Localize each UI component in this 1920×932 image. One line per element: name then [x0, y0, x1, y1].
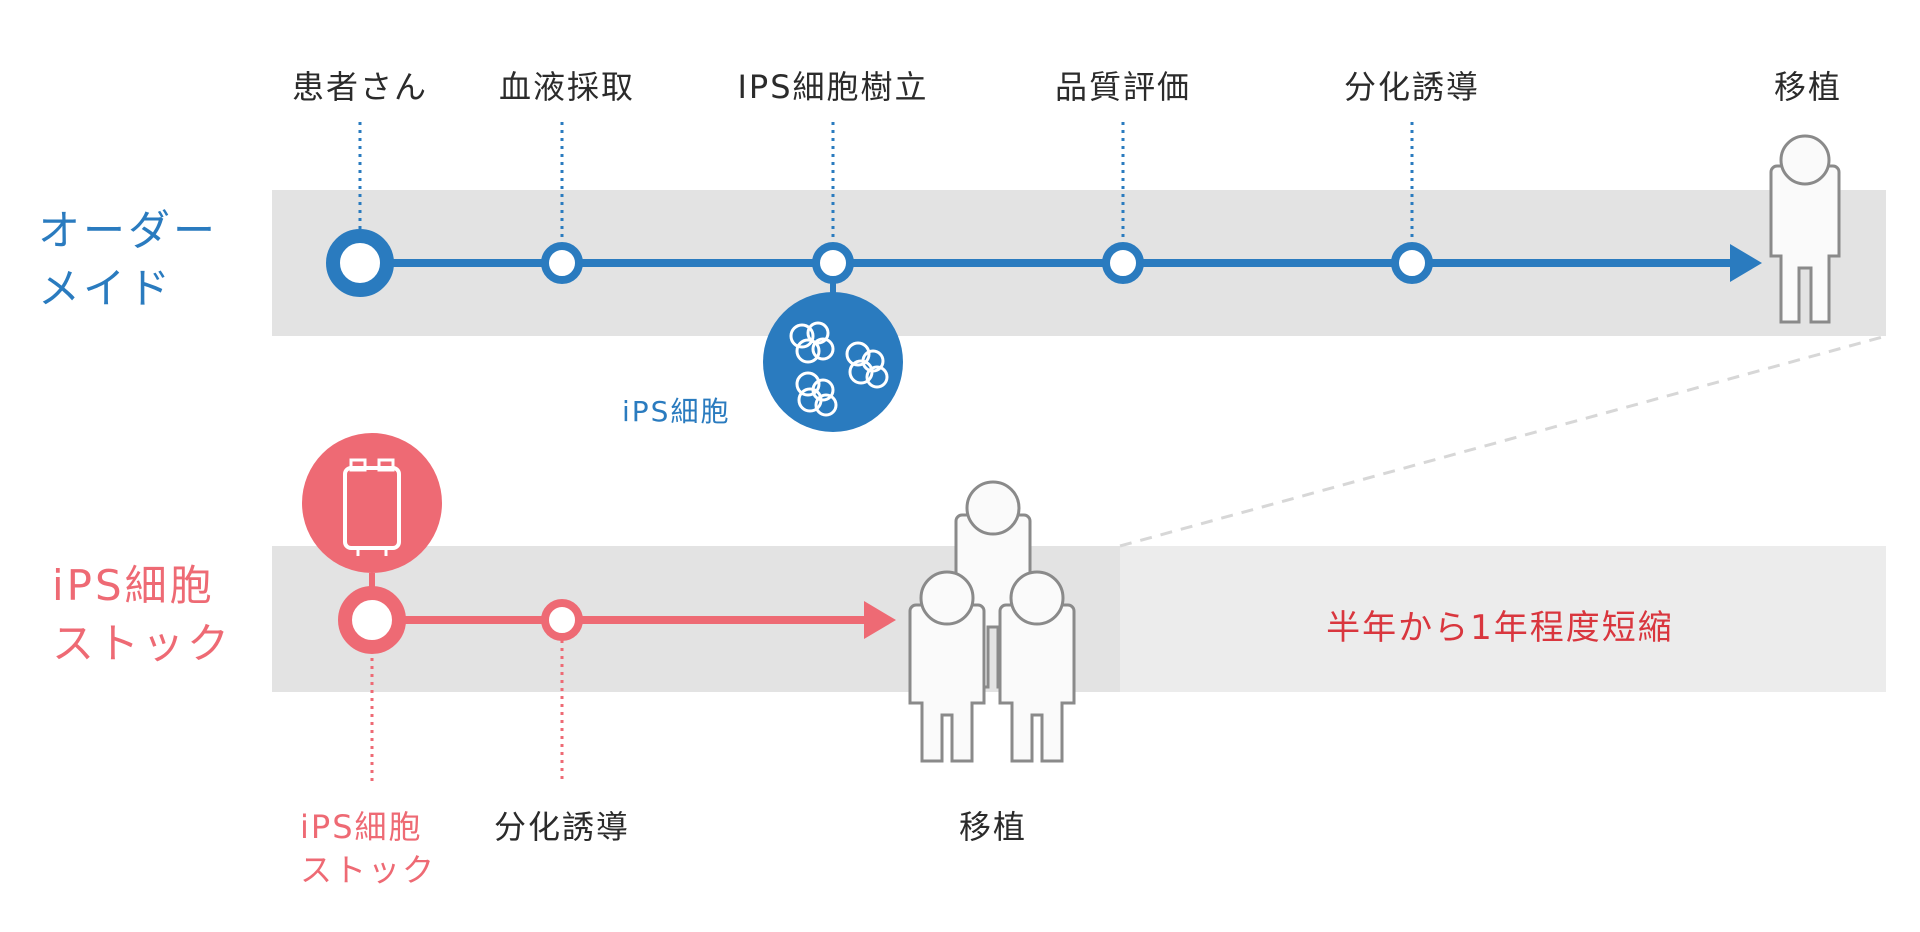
node-patient — [326, 229, 394, 297]
stock-step-differentiation: 分化誘導 — [493, 808, 631, 846]
stock-label-line2: ストック — [300, 851, 437, 889]
stock-label-line1: iPS細胞 — [300, 808, 423, 846]
storage-tank-icon — [302, 433, 442, 594]
node-stock — [338, 586, 406, 654]
stock-arrowhead — [864, 601, 896, 639]
step-label-quality-evaluation: 品質評価 — [1054, 68, 1192, 106]
node-stock-diff — [541, 599, 583, 641]
people-group-icon — [908, 480, 1076, 763]
time-reduction-text: 半年から1年程度短縮 — [1326, 608, 1674, 648]
stock-title-line1: iPS細胞 — [52, 561, 215, 610]
step-label-patient: 患者さん — [291, 68, 429, 106]
person-icon — [1769, 134, 1841, 324]
stock-connectors — [370, 640, 564, 782]
stock-step-transplant: 移植 — [958, 808, 1028, 846]
ips-cell-label: iPS細胞 — [622, 395, 731, 428]
cell-cluster-icon — [763, 280, 903, 432]
order-made-title-line2: メイド — [38, 264, 174, 313]
step-label-transplant: 移植 — [1773, 68, 1843, 106]
order-made-connectors — [358, 122, 1414, 242]
order-made-arrowhead — [1730, 244, 1762, 282]
saved-time-band — [1120, 546, 1886, 692]
node-quality — [1102, 242, 1144, 284]
step-label-ips-establishment: IPS細胞樹立 — [737, 68, 929, 106]
step-label-blood-collection: 血液採取 — [498, 68, 636, 106]
order-made-title-line1: オーダー — [38, 206, 219, 255]
node-blood — [541, 242, 583, 284]
comparison-dashed-line — [1119, 334, 1887, 548]
node-ips — [812, 242, 854, 284]
step-label-differentiation: 分化誘導 — [1343, 68, 1481, 106]
stock-title-line2: ストック — [52, 619, 233, 668]
node-diff — [1391, 242, 1433, 284]
